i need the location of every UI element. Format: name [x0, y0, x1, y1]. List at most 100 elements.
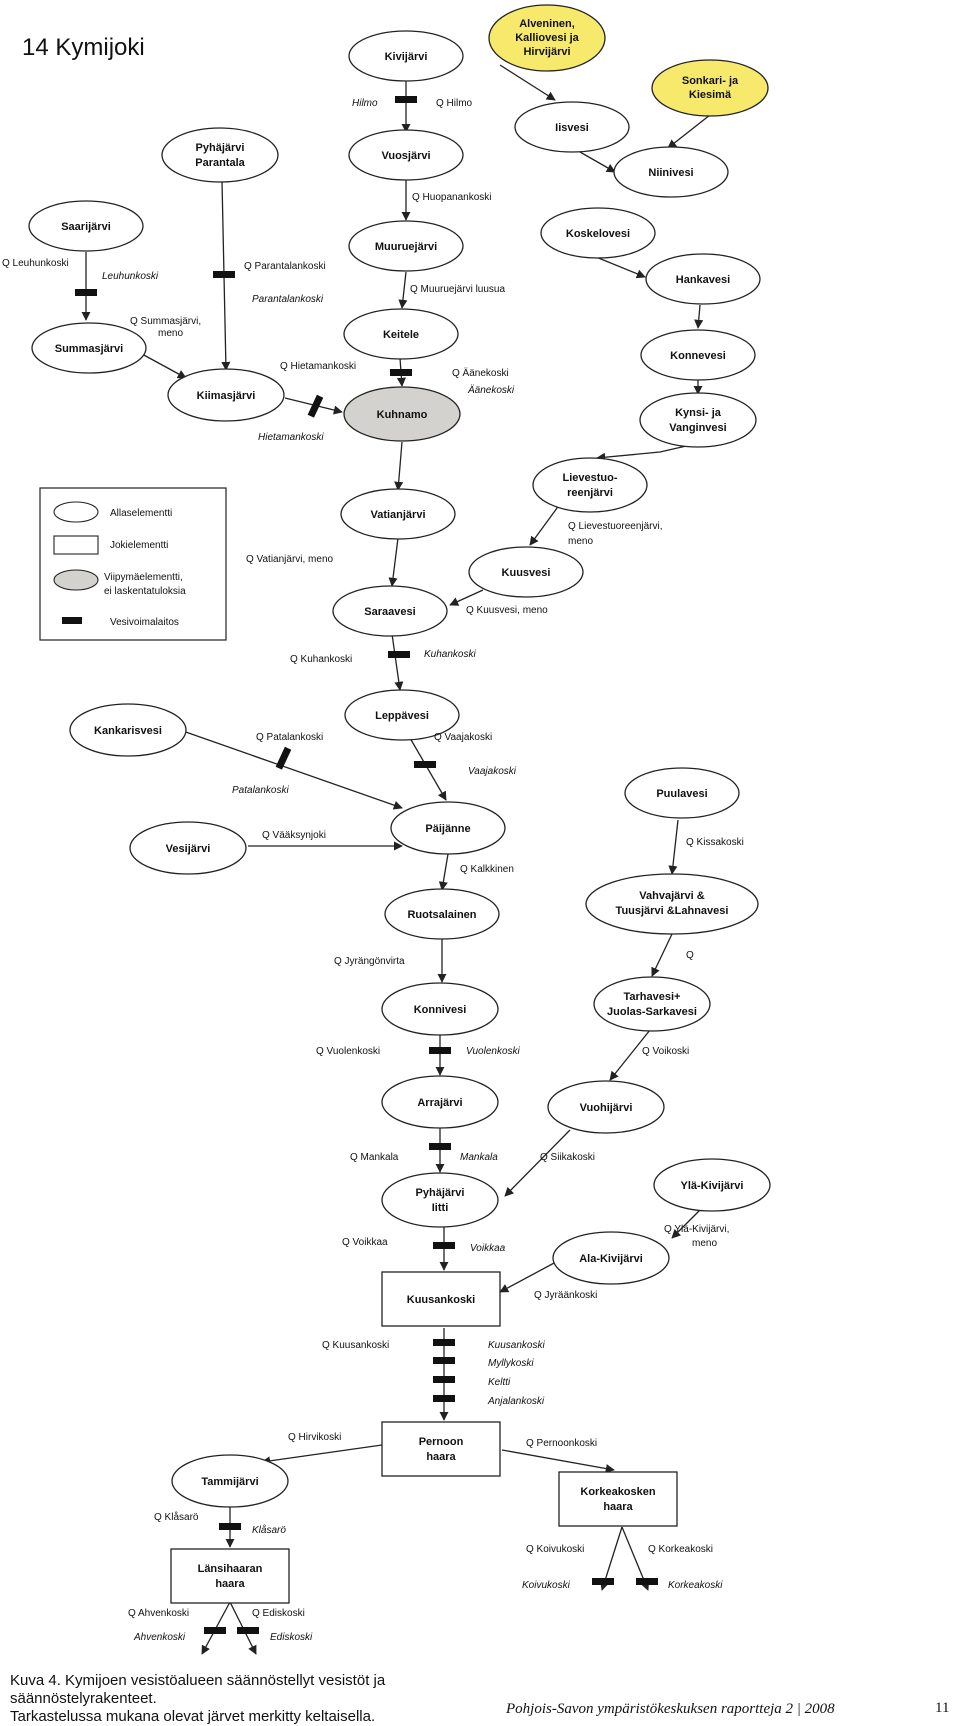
legend-dam-icon	[62, 617, 82, 624]
edge-yla-ala-kivijarvi	[671, 1209, 701, 1239]
q-label-kuhankoski: Q Kuhankoski	[290, 654, 352, 665]
node-kiimasjarvi: Kiimasjärvi	[167, 368, 285, 422]
report-footer: Pohjois-Savon ympäristökeskuksen raportt…	[506, 1701, 835, 1717]
node-label: Vanginvesi	[669, 422, 726, 434]
dam-klasaro	[219, 1523, 241, 1530]
node-label: Länsihaaran	[198, 1563, 263, 1575]
node-label: Kynsi- ja	[675, 407, 722, 419]
q-label-ediskoski: Q Ediskoski	[252, 1608, 305, 1619]
node-kankarisvesi: Kankarisvesi	[69, 703, 187, 757]
legend-label: ei laskentatuloksia	[104, 586, 186, 597]
node-label: Hankavesi	[676, 274, 730, 286]
node-tammijarvi: Tammijärvi	[171, 1454, 289, 1508]
dam-vuolenkoski	[429, 1047, 451, 1054]
caption-line: Kuva 4. Kymijoen vesistöalueen säännöste…	[10, 1672, 386, 1707]
node-label: Puulavesi	[656, 788, 707, 800]
dam-label-vuolenkoski: Vuolenkoski	[466, 1046, 521, 1057]
figure-caption: Kuva 4. Kymijoen vesistöalueen säännöste…	[10, 1672, 510, 1726]
node-label: Tammijärvi	[201, 1476, 258, 1488]
dam-voikkaa	[433, 1242, 455, 1249]
q-label-kuusankoski: Q Kuusankoski	[322, 1340, 389, 1351]
q-label-kissakoski: Q Kissakoski	[686, 837, 744, 848]
node-label: Arrajärvi	[417, 1097, 462, 1109]
edge-vahvajarvi-tarhavesi	[651, 933, 673, 977]
q-label-lievestuoreenjarvi: Q Lievestuoreenjärvi,	[568, 521, 663, 532]
node-vuohijarvi: Vuohijärvi	[547, 1080, 665, 1134]
q-label-klasaro: Q Klåsarö	[154, 1511, 199, 1523]
dam-label-korkeakoski: Korkeakoski	[668, 1580, 723, 1591]
q-label-vaajakoski: Q Vaajakoski	[434, 732, 492, 743]
node-leppavesi: Leppävesi	[344, 689, 460, 741]
node-lievestuoreenjarvi: Lievestuo- reenjärvi	[532, 457, 648, 513]
dam-label-voikkaa: Voikkaa	[470, 1243, 506, 1254]
dam-label-anjalankoski: Anjalankoski	[487, 1396, 545, 1407]
node-label: Iitti	[432, 1202, 449, 1214]
dam-label-ahvenkoski: Ahvenkoski	[133, 1632, 186, 1643]
node-saraavesi: Saraavesi	[332, 585, 448, 637]
node-label: Saarijärvi	[61, 221, 111, 233]
page-number: 11	[935, 1700, 950, 1716]
dam-label-kuusankoski: Kuusankoski	[488, 1340, 545, 1351]
q-label-jyrangonvirta: Q Jyrängönvirta	[334, 956, 405, 967]
edge-ala-kivijarvi-kuusankoski	[499, 1261, 557, 1293]
q-label-jyraankoski: Q Jyräänkoski	[534, 1290, 597, 1301]
node-vuosjarvi: Vuosjärvi	[348, 129, 464, 181]
dam-label-vaajakoski: Vaajakoski	[468, 766, 517, 777]
node-paijanne: Päijänne	[390, 801, 506, 855]
node-label: Tuusjärvi &Lahnavesi	[616, 905, 729, 917]
dam-ediskoski	[237, 1627, 259, 1634]
node-label: Summasjärvi	[55, 343, 123, 355]
node-label: Ruotsalainen	[407, 909, 476, 921]
node-saarijarvi: Saarijärvi	[28, 200, 144, 252]
q-label-parantalankoski: Q Parantalankoski	[244, 261, 326, 272]
dam-ahvenkoski	[204, 1627, 226, 1634]
node-label: Ala-Kivijärvi	[579, 1253, 643, 1265]
node-label: Kankarisvesi	[94, 725, 162, 737]
node-ala-kivijarvi: Ala-Kivijärvi	[552, 1231, 670, 1285]
q-label-vatianjarvi: Q Vatianjärvi, meno	[246, 554, 334, 565]
node-label: haara	[426, 1451, 456, 1463]
node-label: Kiimasjärvi	[197, 390, 256, 402]
edge-saraavesi-leppavesi	[391, 633, 404, 691]
q-label-korkeakoski: Q Korkeakoski	[648, 1544, 713, 1555]
node-label: Pyhäjärvi	[416, 1187, 465, 1199]
q-label-hirvikoski: Q Hirvikoski	[288, 1432, 341, 1443]
node-pernoon-haara: Pernoon haara	[381, 1421, 501, 1477]
node-label: Vuohijärvi	[580, 1102, 633, 1114]
node-keitele: Keitele	[343, 308, 459, 360]
q-label-vahvajarvi: Q	[686, 950, 694, 961]
node-label: Koskelovesi	[566, 228, 630, 240]
q-label-summasjarvi: Q Summasjärvi,	[130, 316, 201, 327]
q-label-voikoski: Q Voikoski	[642, 1046, 689, 1057]
q-label-vaaksynjoki: Q Vääksynjoki	[262, 830, 326, 841]
node-label: Vesijärvi	[166, 843, 211, 855]
node-pyhajarvi-parantala: Pyhäjärvi Parantala	[161, 127, 279, 183]
dam-patalankoski	[275, 746, 292, 770]
node-kuhnamo: Kuhnamo	[343, 386, 461, 442]
edge-kuusvesi-saraavesi	[449, 589, 484, 606]
node-label: Juolas-Sarkavesi	[607, 1006, 697, 1018]
node-kuusankoski: Kuusankoski	[381, 1271, 501, 1327]
legend-label: Jokielementti	[110, 540, 168, 551]
dam-label-hietamankoski: Hietamankoski	[258, 432, 324, 443]
flow-labels: Hilmo Q Hilmo Q Huopanankoski Q Leuhunko…	[2, 98, 744, 1643]
dam-label-parantalankoski: Parantalankoski	[252, 294, 324, 305]
node-label: Niinivesi	[648, 167, 693, 179]
dam-label-patalankoski: Patalankoski	[232, 785, 289, 796]
q-label-siikakoski: Q Siikakoski	[540, 1152, 595, 1163]
node-alvenninen: Alveninen, Kalliovesi ja Hirvijärvi	[488, 4, 606, 72]
q-label-voikkaa: Q Voikkaa	[342, 1237, 388, 1248]
edge-muuruejarvi-keitele	[398, 271, 408, 309]
node-label: Kivijärvi	[385, 51, 428, 63]
node-label: Alveninen,	[519, 18, 575, 30]
node-label: Päijänne	[425, 823, 470, 835]
node-label: Kuusankoski	[407, 1294, 475, 1306]
node-label: haara	[603, 1501, 633, 1513]
legend-label: Vesivoimalaitos	[110, 617, 179, 628]
node-kuusvesi: Kuusvesi	[468, 546, 584, 598]
dam-label-keltti: Keltti	[488, 1377, 511, 1388]
dam-koivukoski	[592, 1578, 614, 1585]
q-label-summasjarvi-meno: meno	[158, 328, 183, 339]
q-label-leuhunkoski: Q Leuhunkoski	[2, 258, 69, 269]
node-niinivesi: Niinivesi	[613, 146, 729, 198]
